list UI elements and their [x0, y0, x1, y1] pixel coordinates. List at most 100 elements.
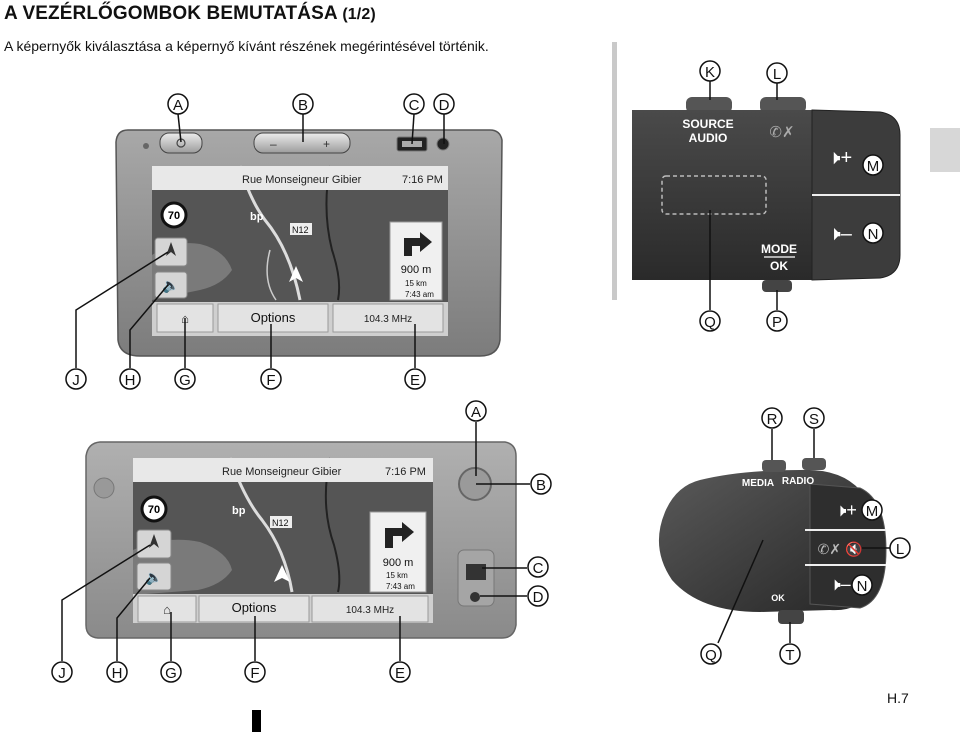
radio-frequency-2: 104.3 MHz [346, 605, 394, 616]
callout-j-2: J [58, 665, 66, 682]
volume-plus-label: + [323, 137, 330, 151]
side-tab [930, 128, 960, 172]
source-audio-button[interactable] [686, 97, 732, 113]
volume-rocker[interactable] [253, 132, 351, 154]
compass-icon [166, 242, 176, 256]
source-label-2: AUDIO [689, 131, 728, 145]
callout-g-2: G [165, 665, 177, 682]
hidden-button-outline [661, 175, 767, 215]
options-button-2[interactable] [198, 595, 310, 623]
media-button[interactable] [762, 460, 786, 472]
callout-d-2: D [533, 589, 544, 606]
speed-limit-sign [160, 201, 188, 229]
top-unit-figure: – + Rue Monseigneur Gibier 7:16 PM 70 bp… [65, 93, 503, 390]
remaining-distance: 15 km [405, 279, 427, 288]
turn-panel-2 [369, 511, 427, 593]
speed-limit-value: 70 [168, 210, 180, 222]
road-label: N12 [292, 225, 309, 235]
callout-d: D [439, 97, 450, 114]
screen-time: 7:16 PM [402, 174, 443, 186]
callout-m-2: M [866, 503, 879, 520]
radio-button[interactable] [332, 303, 444, 333]
volume-down-icon-2: 🕨– [829, 574, 850, 594]
radio-label: RADIO [782, 476, 814, 487]
turn-right-icon-2 [385, 522, 414, 548]
speaker-icon-2: 🔈 [145, 569, 162, 586]
callout-k: K [705, 64, 715, 81]
callout-e-2: E [395, 665, 405, 682]
eta-value-2: 7:43 am [386, 582, 415, 591]
radio-button-stalk[interactable] [802, 458, 826, 470]
callouts-top-stalk: K L M N Q P [699, 60, 884, 332]
road-label-2: N12 [272, 518, 289, 528]
turn-distance-2: 900 m [383, 557, 414, 569]
bottom-stalk-figure: MEDIA RADIO OK 🕨+ ✆✗ 🔇 🕨– R S M L N Q T [658, 407, 911, 665]
volume-down-icon: 🕨– [828, 223, 853, 245]
mode-label-2: OK [770, 259, 788, 273]
page-title-text: A VEZÉRLŐGOMBOK BEMUTATÁSA [4, 3, 337, 24]
volume-up-icon-2: 🕨+ [835, 500, 857, 520]
screen-street: Rue Monseigneur Gibier [242, 174, 362, 186]
options-label: Options [251, 310, 296, 325]
mode-label-1: MODE [761, 242, 797, 256]
page-number: H.7 [887, 690, 909, 706]
options-button[interactable] [217, 303, 329, 333]
callout-a: A [173, 97, 183, 114]
volume-up-icon: 🕨+ [828, 147, 852, 169]
compass-icon-2 [149, 534, 159, 548]
jack-port-2[interactable] [470, 592, 480, 602]
callout-l: L [773, 66, 781, 83]
callout-b-2: B [536, 477, 546, 494]
callout-h: H [125, 372, 136, 389]
callout-q: Q [704, 314, 716, 331]
speed-limit-sign-2 [140, 495, 168, 523]
callout-b: B [298, 97, 308, 114]
radio-frequency: 104.3 MHz [364, 314, 412, 325]
media-label: MEDIA [742, 478, 774, 489]
callout-r: R [767, 411, 778, 428]
callout-n: N [868, 226, 879, 243]
poi-label: bp [250, 211, 264, 223]
callout-f: F [266, 372, 275, 389]
callout-f-2: F [250, 665, 259, 682]
phone-button[interactable] [760, 97, 806, 113]
callout-m: M [867, 158, 880, 175]
callout-p: P [772, 314, 782, 331]
poi-label-2: bp [232, 505, 246, 517]
page-subtitle: A képernyők kiválasztása a képernyő kívá… [4, 38, 489, 54]
divider [612, 42, 617, 300]
phone-icon: ✆✗ [769, 124, 794, 141]
home-button-2[interactable] [137, 595, 197, 623]
top-stalk-figure: SOURCE AUDIO ✆✗ MODE OK 🕨+ 🕨– K L M N Q … [632, 60, 901, 332]
callout-t: T [785, 647, 794, 664]
page-marker [252, 710, 261, 732]
home-icon-2: ⌂ [163, 602, 171, 617]
callout-s: S [809, 411, 819, 428]
callout-q-2: Q [705, 647, 717, 664]
mode-ok-button[interactable] [762, 280, 792, 292]
screen-time-2: 7:16 PM [385, 466, 426, 478]
power-button[interactable] [159, 132, 203, 154]
page-title: A VEZÉRLŐGOMBOK BEMUTATÁSA (1/2) [4, 3, 376, 25]
callout-a-2: A [471, 404, 481, 421]
radio-button-2[interactable] [311, 595, 429, 623]
turn-right-icon [404, 232, 432, 256]
ok-wheel[interactable] [778, 610, 804, 624]
remaining-distance-2: 15 km [386, 571, 408, 580]
callouts-bottom-unit: A B C D J H G F E [51, 400, 552, 683]
callout-n-2: N [857, 578, 868, 595]
road-badge-2 [270, 516, 292, 528]
bottom-unit-figure: Rue Monseigneur Gibier 7:16 PM 70 bp N12… [51, 400, 552, 683]
callout-g: G [179, 372, 191, 389]
callout-l-2: L [896, 541, 904, 558]
screen-street-2: Rue Monseigneur Gibier [222, 466, 342, 478]
callout-j: J [72, 372, 80, 389]
callout-c-2: C [533, 560, 544, 577]
jack-port[interactable] [436, 137, 450, 151]
options-label-2: Options [232, 600, 277, 615]
speed-limit-value-2: 70 [148, 504, 160, 516]
callout-e: E [410, 372, 420, 389]
callouts-top-unit: A B C D J H G F E [65, 93, 455, 390]
turn-distance: 900 m [401, 264, 432, 276]
callout-c: C [409, 97, 420, 114]
